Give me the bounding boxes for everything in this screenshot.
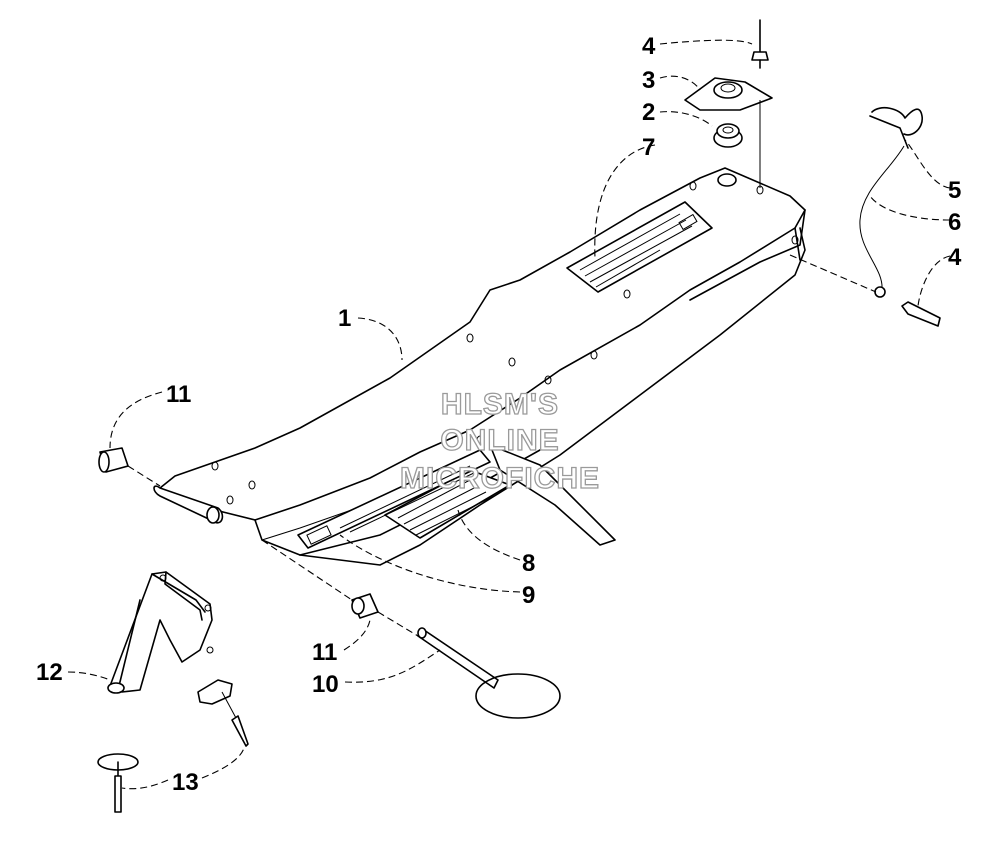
callout-9: 9 bbox=[522, 582, 535, 609]
callout-4-top: 4 bbox=[642, 33, 656, 60]
watermark-line-3: MICROFICHE bbox=[400, 462, 600, 495]
callout-11-left: 11 bbox=[166, 381, 191, 408]
mount-plate bbox=[684, 77, 773, 111]
callout-1: 1 bbox=[338, 305, 351, 332]
callout-12: 12 bbox=[36, 659, 63, 686]
callout-6: 6 bbox=[948, 209, 961, 236]
watermark: HLSM'S ONLINE MICROFICHE bbox=[399, 387, 600, 495]
stand-bracket bbox=[107, 571, 214, 694]
rivet-top bbox=[751, 19, 769, 69]
callout-7: 7 bbox=[642, 134, 655, 161]
callout-2: 2 bbox=[642, 99, 655, 126]
washer-upper bbox=[197, 679, 249, 747]
watermark-line-2: ONLINE bbox=[440, 424, 559, 457]
hitch-pin bbox=[417, 627, 561, 719]
callout-11-bottom: 11 bbox=[312, 639, 337, 666]
callout-8: 8 bbox=[522, 550, 535, 577]
callout-labels: 4 3 2 7 5 6 4 1 11 8 9 11 10 12 13 bbox=[36, 33, 962, 796]
washer-lower bbox=[97, 753, 139, 813]
callout-10: 10 bbox=[312, 671, 339, 698]
lanyard-pin bbox=[859, 106, 941, 327]
watermark-line-1: HLSM'S bbox=[441, 388, 559, 421]
main-panel bbox=[153, 167, 806, 566]
leader-lines bbox=[67, 39, 951, 790]
decal-9 bbox=[297, 449, 491, 549]
callout-5: 5 bbox=[948, 177, 961, 204]
bushing-left bbox=[98, 447, 129, 473]
grommet bbox=[713, 123, 743, 148]
decal-7 bbox=[566, 201, 713, 293]
callout-3: 3 bbox=[642, 67, 655, 94]
callout-4-right: 4 bbox=[948, 244, 962, 271]
callout-13: 13 bbox=[172, 769, 199, 796]
bushing-bottom bbox=[351, 593, 379, 619]
